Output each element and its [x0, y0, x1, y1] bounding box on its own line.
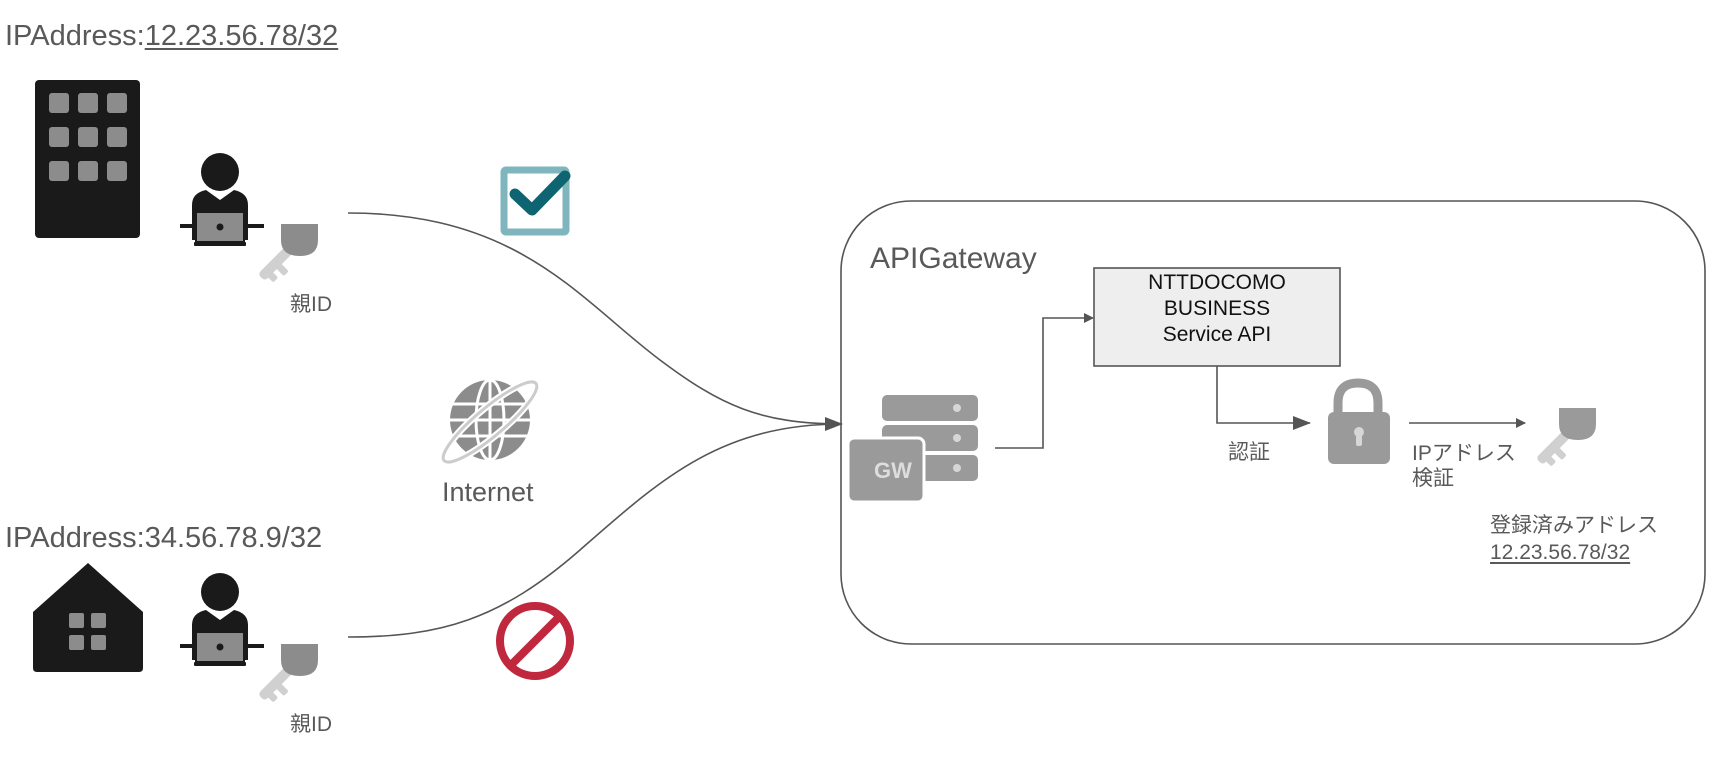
office-key-icon: [259, 224, 318, 282]
home-ip-label: IPAddress:34.56.78.9/32: [5, 524, 322, 553]
auth-label: 認証: [1228, 441, 1270, 464]
home-ip-value: 34.56.78.9/32: [144, 522, 323, 554]
ip-check-label-line-1: IPアドレス: [1412, 442, 1516, 465]
lock-icon: [1328, 378, 1390, 464]
home-user-with-laptop-icon: [180, 573, 264, 666]
registered-address-block: 登録済みアドレス 12.23.56.78/32: [1490, 512, 1658, 566]
registered-key-icon: [1537, 408, 1596, 466]
office-key-label: 親ID: [290, 293, 332, 316]
office-building-icon: [35, 80, 140, 238]
api-to-lock-connector: [1216, 366, 1311, 430]
globe-icon: [439, 378, 541, 466]
api-gateway-container: [840, 200, 1706, 645]
ip-check-label: IPアドレス 検証: [1412, 441, 1516, 491]
gateway-server-icon: [846, 395, 978, 504]
office-user-with-laptop-icon: [180, 153, 264, 246]
office-connection-line: [347, 212, 843, 431]
home-ip-prefix: IPAddress:: [5, 522, 145, 554]
home-connection-line: [347, 423, 843, 638]
service-api-line-1: NTTDOCOMO: [1148, 271, 1286, 294]
registered-address-label: 登録済みアドレス: [1490, 514, 1658, 537]
registered-address-value: 12.23.56.78/32: [1490, 541, 1631, 564]
service-api-box[interactable]: [1093, 267, 1341, 367]
api-gateway-title: APIGateway: [870, 242, 1037, 275]
office-ip-prefix: IPAddress:: [5, 20, 145, 52]
gw-to-api-connector: [995, 313, 1094, 449]
service-api-line-3: Service API: [1162, 323, 1272, 346]
prohibited-icon: [496, 602, 574, 680]
home-key-label: 親ID: [290, 713, 332, 736]
house-icon: [33, 563, 143, 672]
service-api-line-2: BUSINESS: [1163, 297, 1271, 320]
ip-check-label-line-2: 検証: [1412, 467, 1454, 490]
service-api-label[interactable]: NTTDOCOMO BUSINESS Service API: [1094, 270, 1340, 348]
checkbox-checked-icon: [500, 166, 571, 236]
internet-label: Internet: [442, 477, 534, 507]
office-ip-label: IPAddress:12.23.56.78/32: [5, 22, 338, 51]
gw-badge: GW: [874, 458, 912, 483]
office-ip-value: 12.23.56.78/32: [144, 20, 339, 52]
home-key-icon: [259, 644, 318, 702]
